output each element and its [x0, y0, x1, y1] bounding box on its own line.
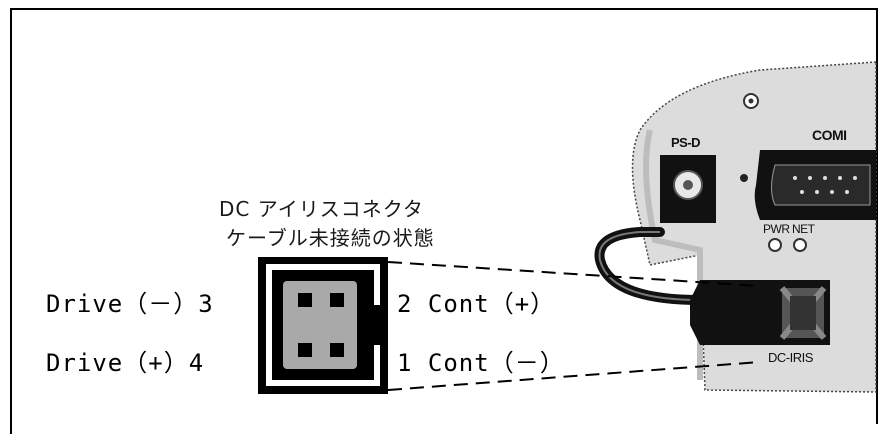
leader-line-top [387, 261, 761, 287]
camera-body-shade [643, 129, 703, 380]
frame-border-left [10, 8, 12, 434]
frame-border-top [10, 8, 878, 10]
label-net: NET [792, 222, 815, 236]
pin-4 [298, 343, 312, 357]
label-pwr: PWR [763, 222, 790, 236]
pin-label-drive-minus-3: Drive（－）3 [46, 290, 214, 318]
pin-3 [298, 293, 312, 307]
pin-2 [330, 293, 344, 307]
label-dc-iris: DC-IRIS [768, 350, 813, 365]
leader-line-bottom [387, 361, 761, 391]
pwr-led-icon [768, 238, 782, 252]
caption-line-1: DC アイリスコネクタ [219, 197, 424, 221]
pin-1 [330, 343, 344, 357]
net-led-icon [793, 238, 807, 252]
indicator-dot [740, 174, 748, 182]
label-com: COMI [812, 127, 847, 143]
pin-label-drive-plus-4: Drive（+）4 [46, 349, 205, 377]
pin-label-cont-plus-2: 2 Cont（+） [397, 290, 556, 318]
connector-key [372, 305, 386, 345]
frame-border-right [876, 8, 878, 424]
caption-line-2: ケーブル未接続の状態 [226, 226, 435, 250]
label-ps-d: PS-D [671, 135, 701, 150]
pin-label-cont-minus-1: 1 Cont（－） [397, 349, 565, 377]
